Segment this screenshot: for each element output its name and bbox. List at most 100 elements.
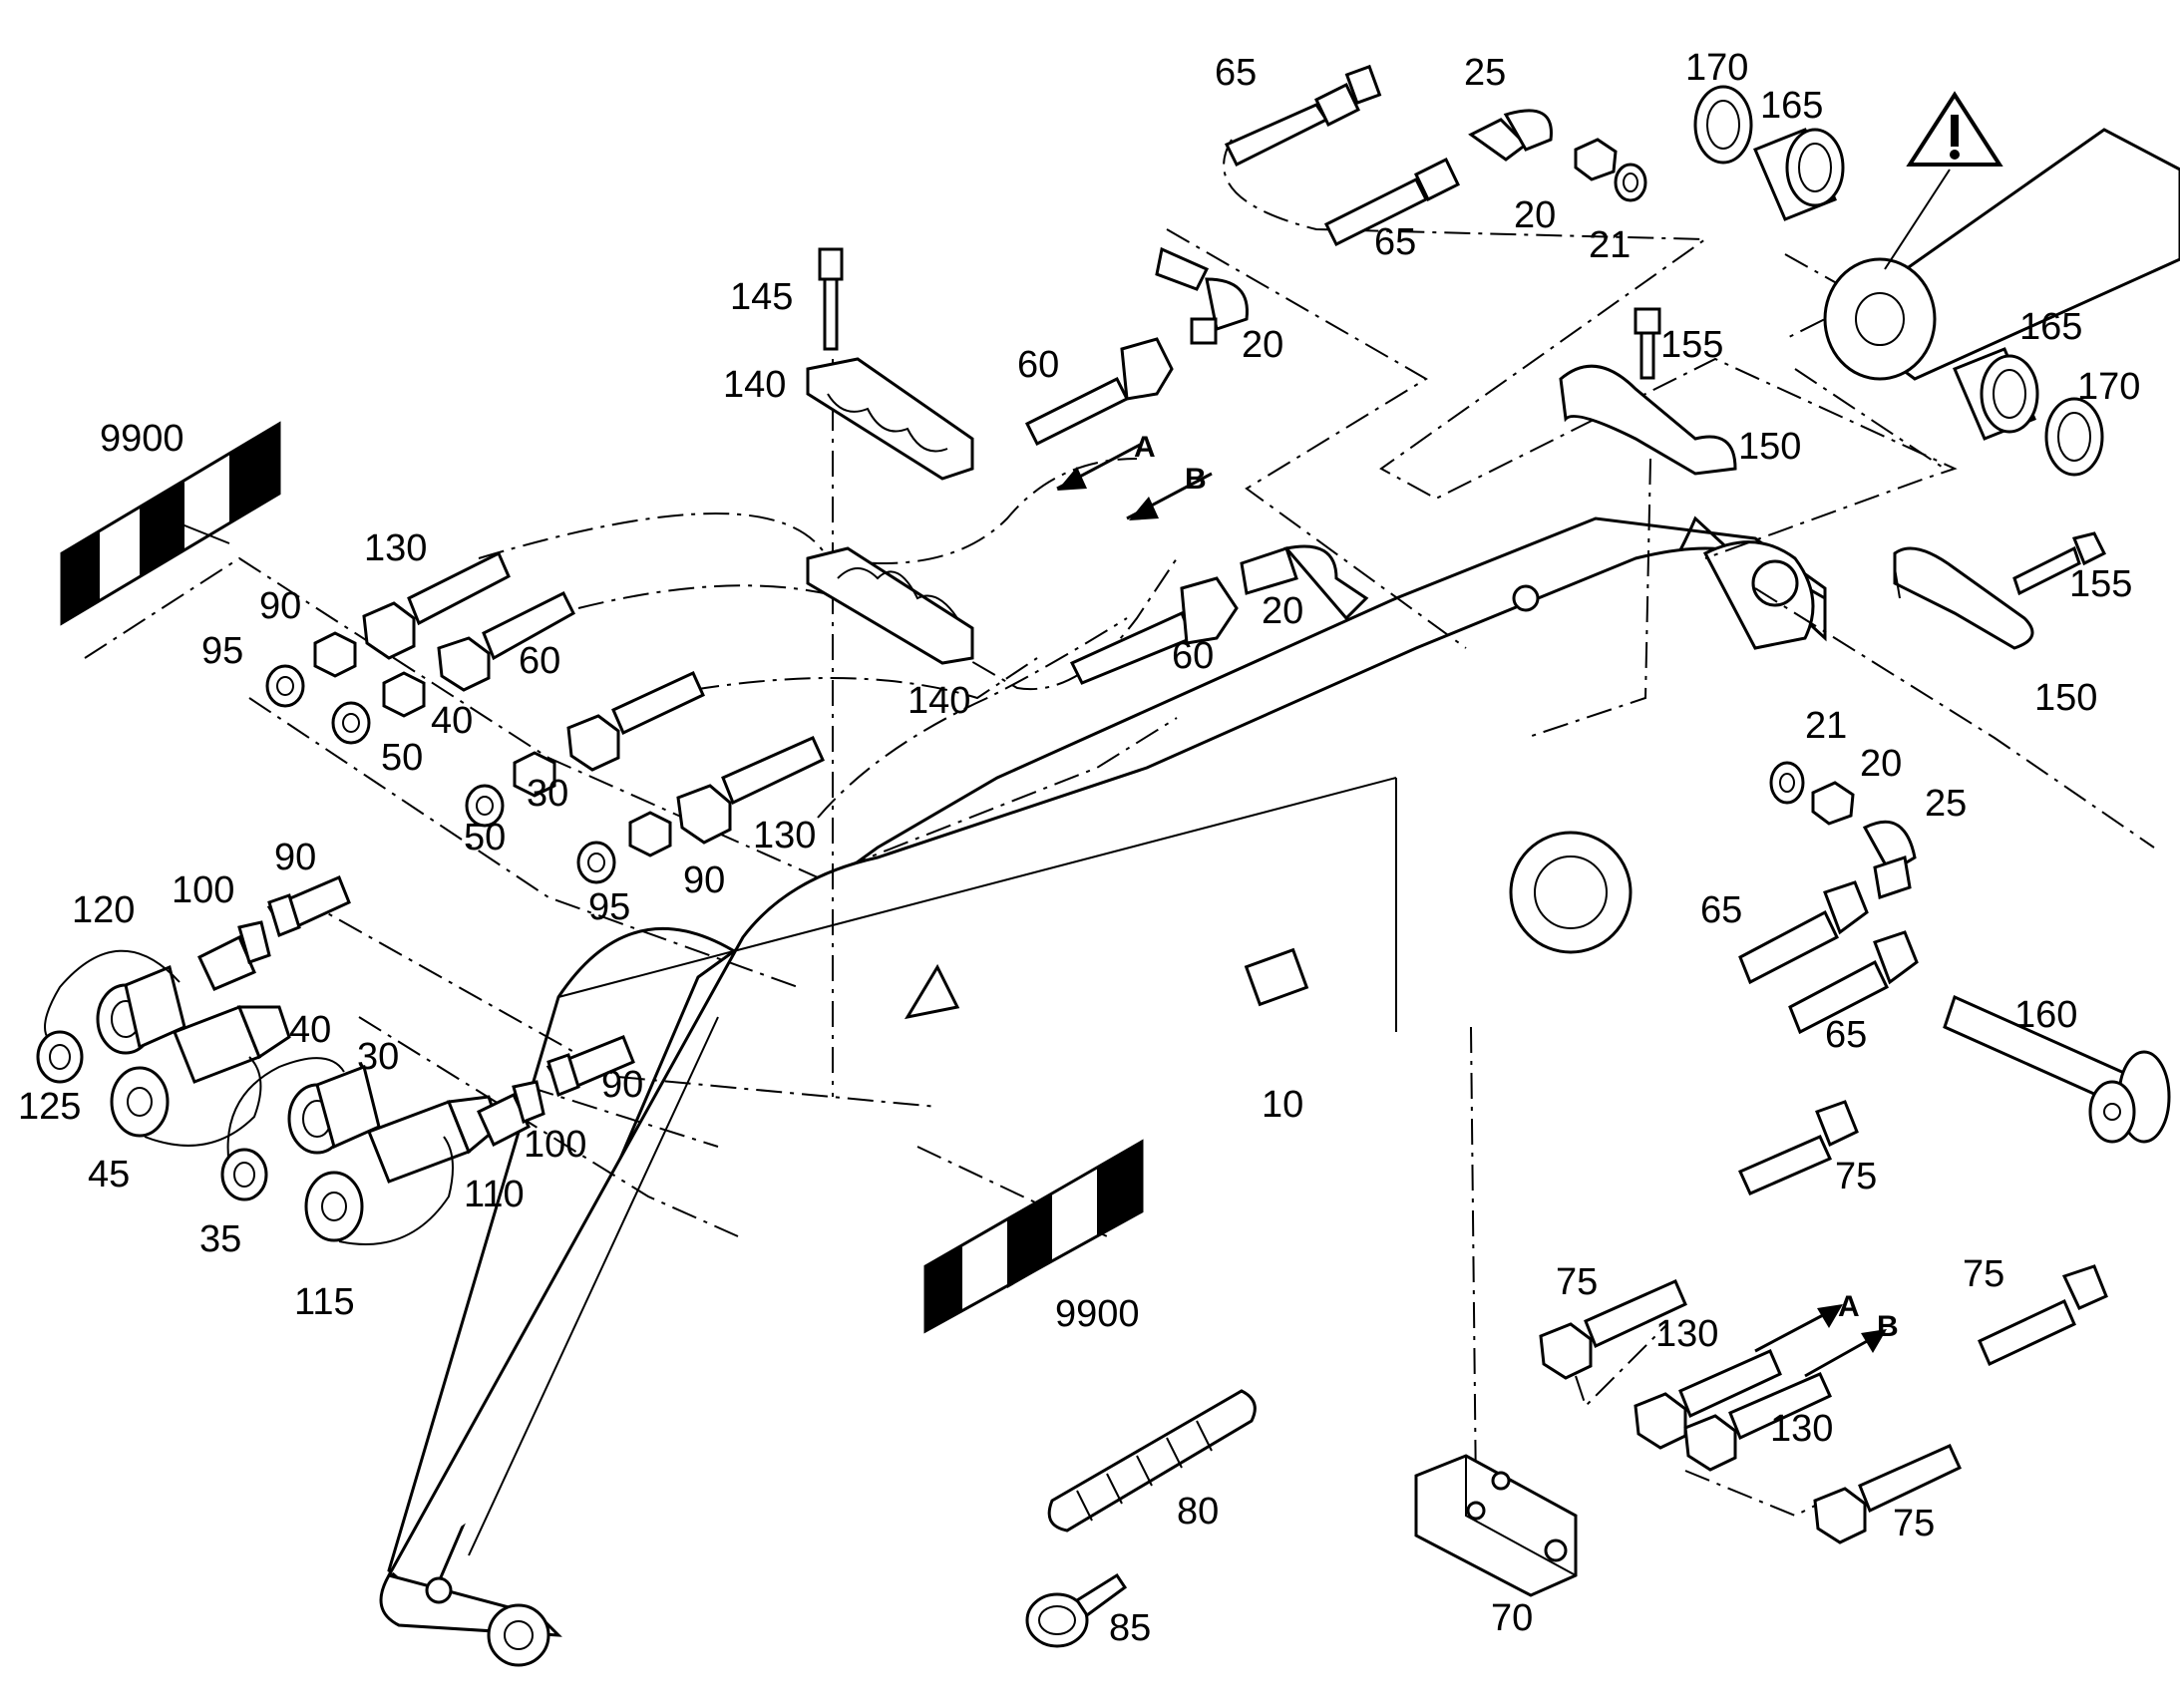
nut-40-top [382,671,426,718]
hose-fitting-75-c [1978,1264,2108,1367]
callout-21: 21 [1589,224,1631,266]
cap-115 [304,1136,454,1245]
callout-20: 20 [1242,324,1283,366]
flow-arrow-b-bottom [1804,1329,1887,1378]
coupling-90-lower [545,1035,635,1098]
callout-85: 85 [1109,1607,1151,1649]
nut-20-right [1811,781,1855,826]
hose-fitting-130-lower [676,736,825,845]
decal-9900-top [60,421,281,626]
seal-170-top [1693,85,1753,165]
washer-21-top [1614,163,1647,202]
callout-90: 90 [683,859,725,901]
washer-50-top [331,701,371,745]
hose-fitting-75-d [1813,1444,1962,1544]
callout-65: 65 [1825,1014,1867,1056]
callout-10: 10 [1262,1084,1303,1126]
callout-125: 125 [18,1086,81,1128]
callout-90: 90 [601,1064,643,1106]
callout-9900: 9900 [1055,1293,1140,1335]
nut-90-top [313,631,357,678]
flow-arrow-a-top [1056,442,1143,491]
flow-label-a: A [1134,431,1156,464]
pin-160 [1943,994,2171,1144]
callout-145: 145 [730,276,793,318]
callout-165: 165 [1760,85,1823,127]
hose-fitting-60-lower [566,671,705,772]
washer-21-right [1769,761,1805,805]
distribution-block-70 [1414,1454,1578,1597]
elbow-fitting-25-right [1862,820,1917,899]
decal-9900-bottom [923,1139,1144,1334]
clamp-block-140-bottom [806,546,974,665]
callout-65: 65 [1374,221,1416,263]
bolt-145 [818,247,844,351]
coupling-30-lower [226,1057,381,1168]
callout-100: 100 [524,1124,586,1166]
callout-140: 140 [908,680,970,722]
nut-20-top [1574,138,1618,181]
clamp-150-top [1559,364,1737,476]
flow-arrow-a-bottom [1754,1304,1843,1353]
callout-150: 150 [1738,426,1801,468]
clamp-block-140-top [806,357,974,481]
callout-60: 60 [519,640,560,682]
callout-20: 20 [1860,743,1902,785]
callout-155: 155 [1660,324,1723,366]
flow-label-b: B [1185,463,1207,496]
hose-fitting-65-right-lower [1788,930,1919,1035]
callout-75: 75 [1556,1261,1598,1303]
callout-65: 65 [1700,889,1742,931]
hose-fitting-65-top [1224,64,1382,168]
cap-45 [110,1056,262,1147]
callout-80: 80 [1177,1491,1219,1533]
callout-160: 160 [2014,994,2077,1036]
callout-130: 130 [753,815,816,856]
callout-70: 70 [1491,1597,1533,1639]
callout-45: 45 [88,1154,130,1196]
callout-140: 140 [723,364,786,406]
callout-115: 115 [294,1281,355,1323]
callout-170: 170 [2077,366,2140,408]
clamp-150-right [1893,546,2034,650]
callout-165: 165 [2019,306,2082,348]
callout-75: 75 [1893,1503,1935,1544]
elbow-fitting-25-top [1468,109,1553,162]
callout-40: 40 [431,700,473,742]
warning-triangle-icon [1884,91,2003,270]
hose-fitting-60-mid [1069,576,1239,685]
bolt-155-right [2012,531,2107,596]
callout-21: 21 [1805,705,1847,747]
flow-label-a: A [1838,1290,1860,1323]
adapter-100-lower [477,1080,545,1148]
hydraulic-cylinder [1823,128,2180,381]
callout-130: 130 [364,527,427,569]
hose-fitting-130-top [362,550,511,660]
callout-20: 20 [1514,194,1556,236]
coupling-40 [173,1005,291,1084]
callout-75: 75 [1963,1253,2004,1295]
callout-25: 25 [1925,783,1967,825]
callout-100: 100 [172,869,234,911]
washer-50-lower [465,784,505,828]
hose-fitting-130-bottom-a [1634,1349,1782,1450]
callout-130: 130 [1655,1313,1718,1355]
callout-9900: 9900 [100,418,184,460]
callout-95: 95 [588,886,630,928]
callout-60: 60 [1017,344,1059,386]
elbow-fitting-20-topmid [1155,246,1249,345]
callout-60: 60 [1172,635,1214,677]
hose-fitting-75-a [1738,1100,1859,1196]
callout-95: 95 [201,630,243,672]
callout-120: 120 [72,889,135,931]
callout-40: 40 [289,1009,331,1051]
callout-30: 30 [357,1036,399,1078]
nut-30-top [513,751,556,798]
callout-170: 170 [1685,47,1748,89]
boom-arm [379,515,1827,1667]
callout-110: 110 [464,1174,525,1215]
hose-fitting-65-right-upper [1738,880,1869,985]
washer-95-lower [576,841,616,884]
callout-90: 90 [259,585,301,627]
